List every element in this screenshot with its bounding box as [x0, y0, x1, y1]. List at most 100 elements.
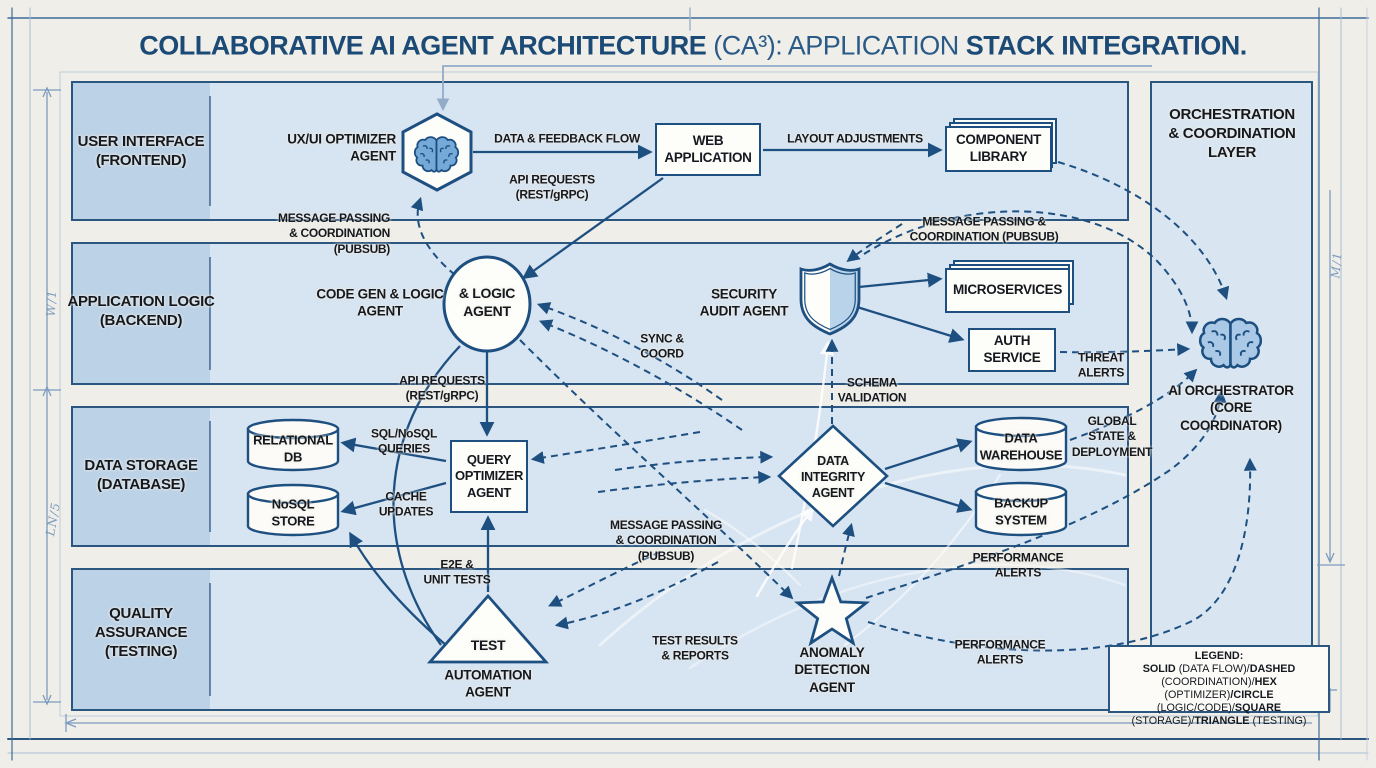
link-circle-to-hex	[410, 196, 456, 276]
blueprint-frame	[7, 7, 1369, 761]
legend-storage: (STORAGE)/	[1131, 714, 1195, 727]
band-label-col-qa	[73, 570, 210, 709]
label-test-automation-agent: AUTOMATION AGENT	[444, 667, 532, 700]
node-component-library: COMPONENT LIBRARY	[945, 126, 1052, 172]
legend-triangle: TRIANGLE	[1194, 714, 1250, 727]
node-auth-service: AUTH SERVICE	[968, 328, 1056, 372]
label-ux-optimizer-agent: UX/UI OPTIMIZER AGENT	[287, 131, 396, 164]
label-security-audit-agent: SECURITY AUDIT AGENT	[699, 286, 789, 319]
link-queryopt-to-relational	[340, 437, 447, 463]
title-part-3: STACK INTEGRATION.	[965, 30, 1248, 61]
dimension-lines	[33, 86, 1345, 732]
link-diamond-to-warehouse	[884, 438, 973, 471]
edge-label-message-passing-right: MESSAGE PASSING & COORDINATION (PUBSUB)	[909, 214, 1059, 244]
legend-optimizer: (OPTIMIZER)	[1164, 688, 1231, 701]
edge-label-e2e-unit-tests: E2E & UNIT TESTS	[423, 557, 491, 587]
label-data-integrity-agent: DATA INTEGRITY AGENT	[801, 454, 865, 500]
edge-label-api-requests-mid: API REQUESTS (REST/gRPC)	[399, 373, 485, 403]
dimension-annotation-left-upper: W/1	[43, 289, 60, 317]
label-backup-system: BACKUP SYSTEM	[994, 495, 1048, 527]
layer-label-backend: APPLICATION LOGIC (BACKEND)	[67, 292, 215, 329]
layer-label-qa: QUALITY ASSURANCE (TESTING)	[94, 605, 188, 661]
cylinder-nosql-store	[246, 483, 340, 537]
link-shield-to-microservices	[858, 272, 943, 289]
node-web-application: WEB APPLICATION	[655, 123, 761, 176]
label-ai-orchestrator: AI ORCHESTRATOR (CORE COORDINATOR)	[1168, 383, 1294, 433]
link-webapp-to-circle	[521, 177, 664, 280]
edge-label-sql-nosql-queries: SQL/NoSQL QUERIES	[371, 426, 437, 456]
edge-label-performance-alerts-lower: PERFORMANCE ALERTS	[954, 637, 1046, 667]
layer-label-ui: USER INTERFACE (FRONTEND)	[77, 132, 205, 169]
shield-icon	[799, 262, 861, 336]
edge-label-layout-adjustments: LAYOUT ADJUSTMENTS	[787, 131, 923, 146]
cylinder-data-warehouse	[974, 416, 1068, 472]
label-relational-db: RELATIONAL DB	[253, 432, 333, 464]
edge-label-api-requests-top: API REQUESTS (REST/gRPC)	[509, 172, 595, 202]
layer-label-orchestration: ORCHESTRATION & COORDINATION LAYER	[1168, 106, 1296, 162]
triangle-test-automation	[426, 593, 550, 664]
edge-label-message-passing-center: MESSAGE PASSING & COORDINATION (PUBSUB)	[610, 517, 722, 563]
legend-logic-code: (LOGIC/CODE)/	[1156, 701, 1235, 714]
label-data-warehouse: DATA WAREHOUSE	[979, 430, 1063, 462]
cylinder-relational-db	[246, 418, 340, 472]
brain-icon-hex	[413, 136, 460, 173]
band-data-storage	[71, 406, 1129, 547]
label-code-gen-agent: CODE GEN & LOGIC AGENT	[316, 286, 444, 319]
legend-circle: /CIRCLE	[1230, 688, 1274, 701]
star-anomaly-detection	[793, 573, 871, 647]
edge-label-sync-coord: SYNC & COORD	[640, 331, 684, 361]
node-shapes	[246, 112, 1263, 664]
top-light-connector	[436, 65, 1152, 112]
legend-dashed: DASHED	[1249, 662, 1296, 675]
edge-label-message-passing-left: MESSAGE PASSING & COORDINATION (PUBSUB)	[278, 210, 390, 256]
legend-testing: (TESTING)	[1249, 714, 1307, 727]
band-label-col-data	[73, 408, 210, 545]
cylinder-backup-system	[974, 481, 1068, 537]
edge-label-schema-validation: SCHEMA VALIDATION	[837, 375, 907, 405]
edge-label-cache-updates: CACHE UPDATES	[378, 489, 434, 519]
label-nosql-store: NoSQL STORE	[271, 496, 315, 528]
legend-hex: HEX	[1254, 675, 1277, 688]
column-orchestration	[1150, 81, 1313, 711]
edge-label-test-results: TEST RESULTS & REPORTS	[652, 633, 738, 663]
link-test-results-1	[548, 551, 661, 607]
link-to-query-optimizer	[530, 431, 701, 464]
link-circle-to-triangle-curve	[392, 345, 461, 646]
link-threat-alerts	[1059, 343, 1191, 357]
link-diamond-to-backup	[884, 481, 973, 513]
title-part-2: (CA³): APPLICATION	[706, 30, 966, 61]
layer-bands	[71, 81, 1313, 711]
link-perf-alerts-lower	[867, 457, 1257, 652]
legend-dataflow: (DATA FLOW)/	[1175, 662, 1250, 675]
band-quality-assurance	[71, 568, 1129, 711]
link-sync-coord-1	[536, 302, 723, 401]
legend-box: LEGEND: SOLID (DATA FLOW)/DASHED (COORDI…	[1108, 645, 1330, 727]
label-logic-agent-circle: & LOGIC AGENT	[458, 285, 516, 319]
circle-logic-agent	[442, 255, 532, 353]
edge-label-data-feedback: DATA & FEEDBACK FLOW	[494, 131, 640, 146]
link-triangle-to-nosql-curve	[349, 531, 448, 647]
dashed-coordination-links	[410, 161, 1257, 652]
legend-coordination: (COORDINATION)/	[1161, 675, 1255, 688]
edge-label-threat-alerts: THREAT ALERTS	[1077, 350, 1125, 380]
link-star-to-diamond	[838, 522, 855, 577]
edge-label-global-state: GLOBAL STATE & DEPLOYMENT	[1071, 413, 1153, 459]
band-label-col-logic	[73, 244, 210, 383]
label-anomaly-detection-agent: ANOMALY DETECTION AGENT	[794, 645, 870, 695]
node-microservices: MICROSERVICES	[945, 268, 1070, 313]
legend-square: SQUARE	[1234, 701, 1282, 714]
label-test: TEST	[470, 637, 506, 654]
link-to-anomaly-star	[519, 339, 794, 600]
link-complib-to-orchestrator	[1057, 161, 1230, 301]
link-msgpass-to-orchestrator	[863, 210, 1199, 335]
layer-label-database: DATA STORAGE (DATABASE)	[84, 456, 198, 493]
link-to-shield-top	[846, 223, 903, 262]
brain-icon-orchestrator	[1198, 317, 1263, 369]
link-perf-alerts-upper	[865, 389, 1227, 599]
legend-body: SOLID (DATA FLOW)/DASHED (COORDINATION)/…	[1116, 663, 1322, 728]
link-sync-coord-2	[538, 319, 743, 431]
link-to-integrity-1	[614, 450, 774, 471]
diamond-data-integrity	[777, 424, 889, 528]
